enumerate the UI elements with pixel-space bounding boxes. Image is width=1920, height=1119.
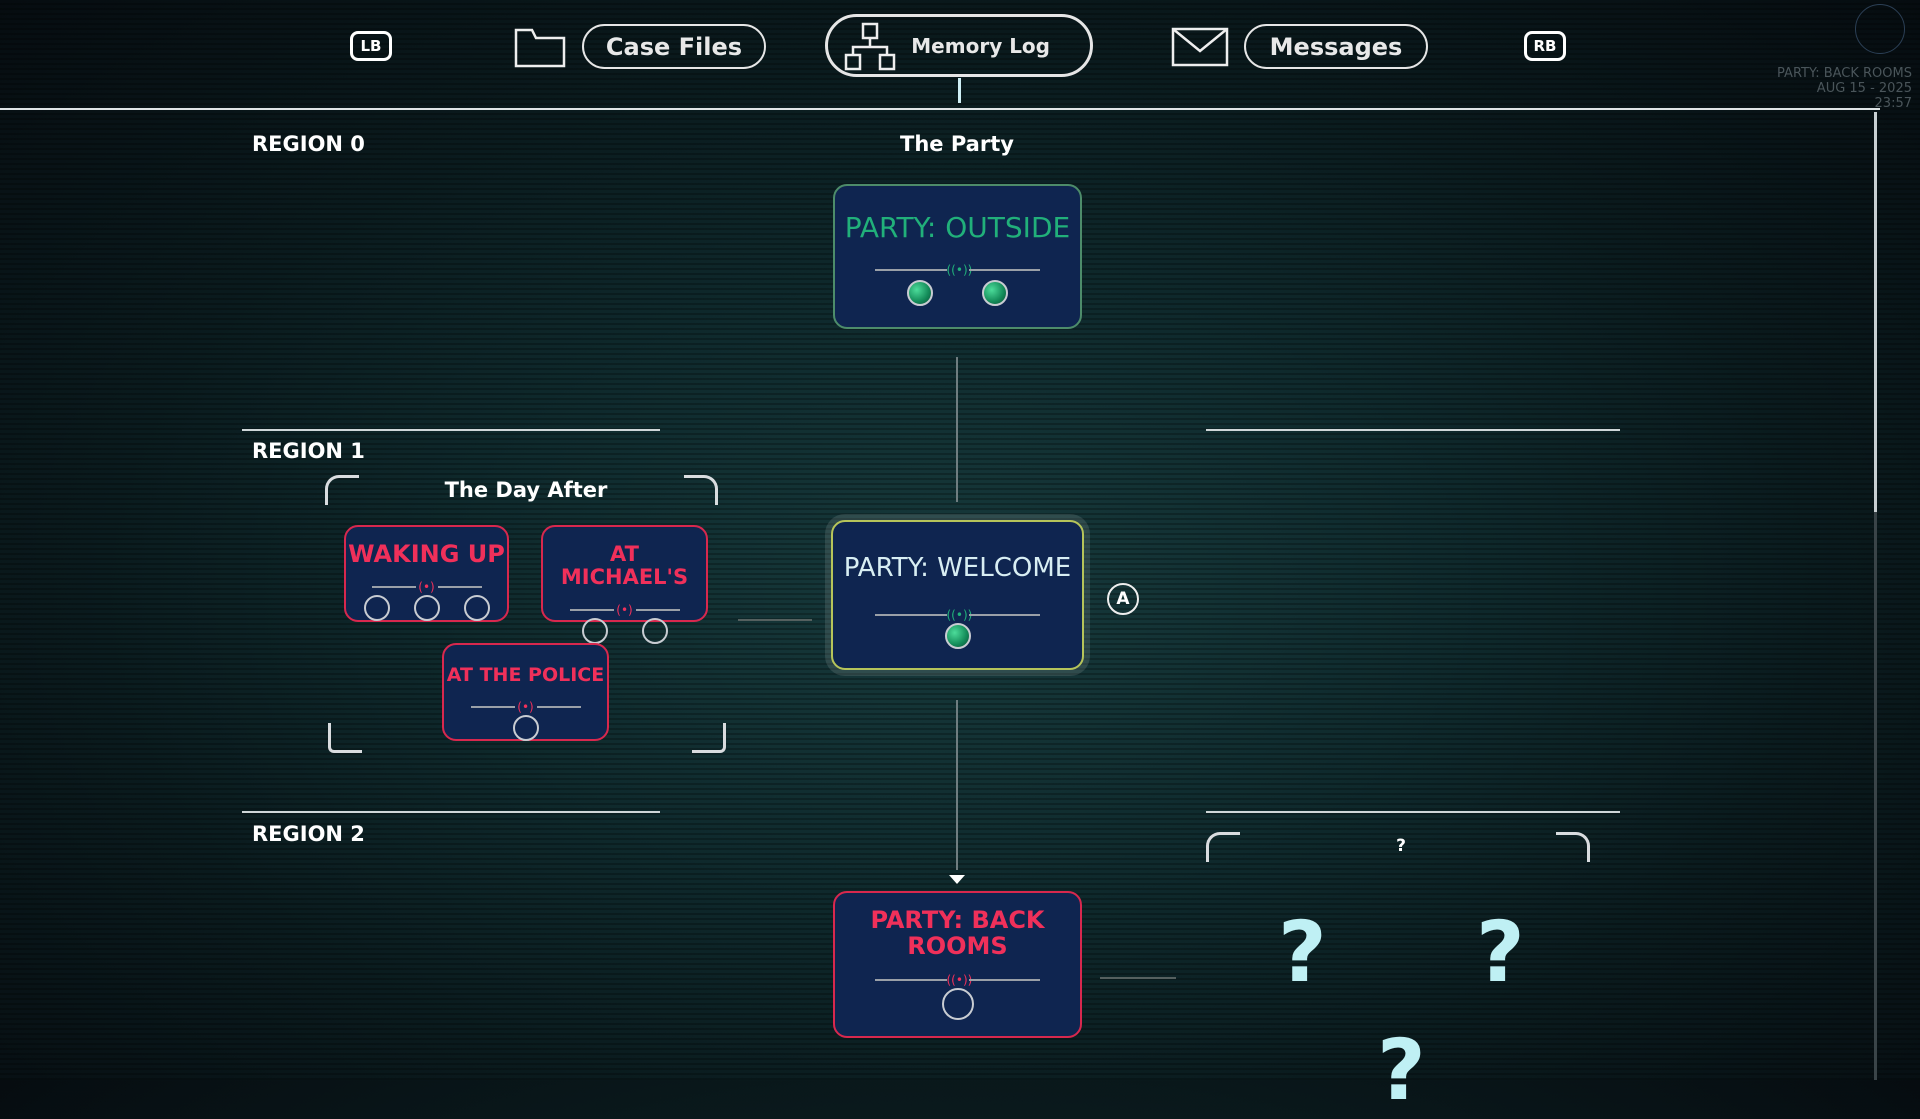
- memory-card-party-welcome[interactable]: PARTY: WELCOME ((•)): [831, 520, 1084, 670]
- memory-title: WAKING UP: [348, 540, 505, 568]
- memory-card-party-outside[interactable]: PARTY: OUTSIDE ((•)): [833, 184, 1082, 329]
- fragment-empty: [512, 714, 539, 741]
- connector-line: [738, 619, 812, 621]
- unknown-memory[interactable]: ?: [1278, 903, 1327, 1001]
- folder-icon: [514, 28, 566, 68]
- scrollbar-thumb[interactable]: [1874, 112, 1877, 512]
- signal-icon: ((•)): [946, 262, 973, 277]
- scrollbar-track[interactable]: [1874, 112, 1877, 1080]
- memory-title: AT MICHAEL'S: [560, 542, 689, 590]
- region-1-divider-right: [1206, 429, 1620, 431]
- a-button-prompt[interactable]: A: [1107, 583, 1139, 615]
- memory-title: PARTY: BACK ROOMS: [870, 906, 1045, 961]
- signal-icon: (•): [616, 603, 633, 618]
- memory-title: PARTY: OUTSIDE: [844, 211, 1071, 244]
- fragment-empty: [941, 987, 974, 1020]
- header-divider: [0, 108, 1880, 110]
- memory-title: PARTY: WELCOME: [843, 553, 1072, 583]
- group-bracket: [1206, 832, 1240, 862]
- status-time: 23:57: [1874, 96, 1912, 111]
- region-2-divider-right: [1206, 811, 1620, 813]
- group-bracket: [328, 723, 362, 753]
- signal-icon: ((•)): [946, 972, 973, 987]
- emblem-icon: [1855, 4, 1905, 54]
- mail-icon: [1171, 27, 1229, 67]
- memory-card-waking-up[interactable]: WAKING UP (•): [344, 525, 509, 622]
- group-bracket: [1556, 832, 1590, 862]
- region-1-label: REGION 1: [252, 439, 365, 463]
- fragment-empty: [581, 618, 608, 645]
- fragment-empty: [413, 595, 440, 622]
- fragment-empty: [463, 595, 490, 622]
- memory-title: AT THE POLICE: [446, 664, 605, 686]
- arrow-down-icon: [949, 875, 965, 884]
- fragment-empty: [641, 618, 668, 645]
- active-tab-indicator: [958, 78, 961, 103]
- region-2-divider-left: [242, 811, 660, 813]
- tab-label: Memory Log: [911, 33, 1050, 58]
- region-0-label: REGION 0: [252, 132, 365, 156]
- status-readout: PARTY: BACK ROOMS AUG 15 - 2025 23:57: [1777, 66, 1912, 111]
- hierarchy-icon: [844, 22, 896, 71]
- group-bracket: [692, 723, 726, 753]
- status-date: AUG 15 - 2025: [1816, 81, 1912, 96]
- status-location: PARTY: BACK ROOMS: [1777, 66, 1912, 81]
- signal-icon: (•): [418, 580, 435, 595]
- connector-line: [956, 700, 958, 870]
- region-1-divider-left: [242, 429, 660, 431]
- group-bracket: [684, 475, 718, 505]
- lb-button[interactable]: LB: [350, 31, 392, 61]
- fragment-found: [944, 622, 971, 649]
- group-title-the-day-after: The Day After: [444, 478, 608, 502]
- unknown-memory[interactable]: ?: [1377, 1021, 1426, 1119]
- tab-case-files[interactable]: Case Files: [582, 24, 766, 69]
- signal-icon: (•): [517, 699, 534, 714]
- unknown-memory[interactable]: ?: [1476, 903, 1525, 1001]
- region-2-label: REGION 2: [252, 822, 365, 846]
- tab-memory-log[interactable]: Memory Log: [825, 14, 1093, 77]
- memory-card-party-back-rooms[interactable]: PARTY: BACK ROOMS ((•)): [833, 891, 1082, 1038]
- tab-messages[interactable]: Messages: [1244, 24, 1428, 69]
- connector-line: [1100, 977, 1176, 979]
- signal-icon: ((•)): [946, 607, 973, 622]
- fragment-found: [982, 279, 1008, 306]
- group-bracket: [325, 475, 359, 505]
- group-title-the-party: The Party: [900, 132, 1014, 156]
- fragment-found: [907, 279, 933, 306]
- rb-button[interactable]: RB: [1524, 31, 1566, 61]
- memory-card-at-the-police[interactable]: AT THE POLICE (•): [442, 643, 609, 741]
- fragment-empty: [363, 595, 390, 622]
- connector-line: [956, 357, 958, 502]
- memory-card-at-michaels[interactable]: AT MICHAEL'S (•): [541, 525, 708, 645]
- unknown-group-title: ?: [1396, 836, 1406, 856]
